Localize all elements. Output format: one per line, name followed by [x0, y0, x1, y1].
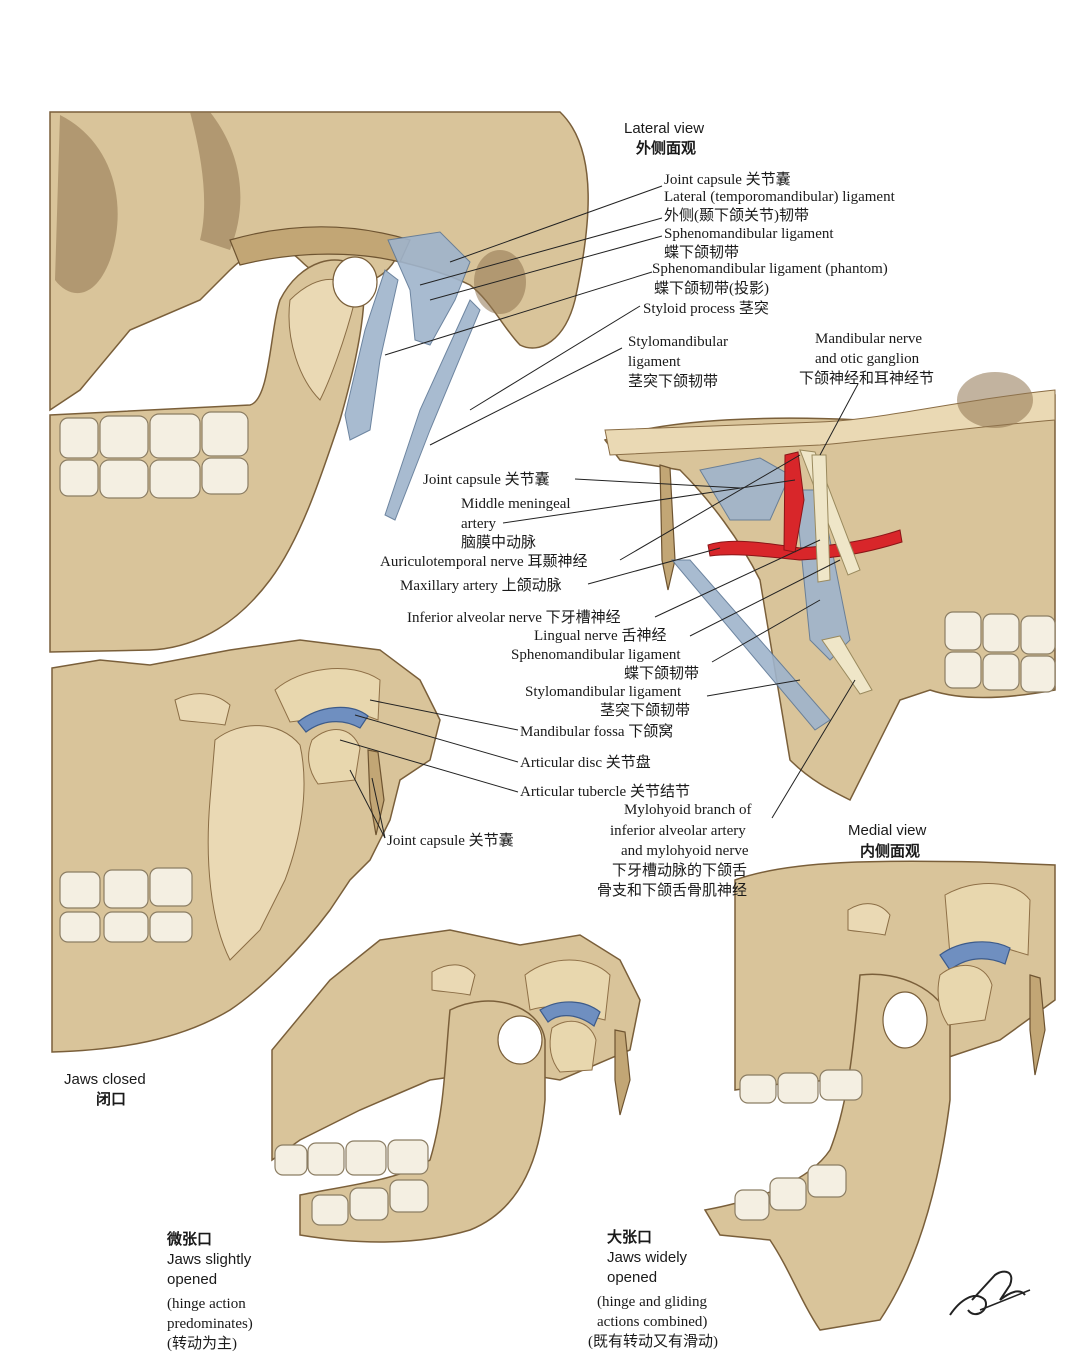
slightly-opened-title-zh: 微张口 [166, 1230, 212, 1248]
label-mandibular-nerve-2: and otic ganglion [815, 351, 920, 367]
label-lateral-ligament-zh: 外侧(颞下颌关节)韧带 [664, 207, 809, 224]
label-maxillary-artery: Maxillary artery 上颌动脉 [400, 577, 562, 594]
label-lateral-ligament: Lateral (temporomandibular) ligament [664, 189, 896, 205]
slightly-opened-note-1: (hinge action [167, 1296, 246, 1312]
slightly-opened-note-2: predominates) [167, 1316, 253, 1332]
medial-view-title-zh: 内侧面观 [860, 842, 920, 860]
slightly-opened-title-1: Jaws slightly [167, 1251, 252, 1268]
label-lingual-nerve: Lingual nerve 舌神经 [534, 627, 666, 644]
label-stylomandibular-medial: Stylomandibular ligament [525, 684, 682, 700]
leader-lines [339, 185, 859, 839]
widely-opened-note-zh: (既有转动又有滑动) [588, 1333, 718, 1350]
label-joint-capsule-medial: Joint capsule 关节囊 [423, 471, 550, 488]
widely-opened-note-1: (hinge and gliding [597, 1294, 707, 1310]
lateral-view-title-zh: 外侧面观 [635, 139, 696, 157]
widely-opened-title-1: Jaws widely [607, 1249, 688, 1266]
label-mylohyoid-3: and mylohyoid nerve [621, 843, 749, 859]
widely-opened-title-zh: 大张口 [607, 1228, 652, 1246]
widely-opened-title-2: opened [607, 1269, 657, 1286]
label-mandibular-fossa: Mandibular fossa 下颌窝 [520, 722, 673, 740]
jaws-widely-opened-illustration [703, 860, 1056, 1331]
label-mylohyoid-2: inferior alveolar artery [610, 823, 746, 839]
jaws-closed-title-zh: 闭口 [96, 1090, 126, 1108]
label-sphenomandibular-medial-zh: 蝶下颌韧带 [624, 665, 699, 682]
artist-signature [949, 1270, 1031, 1316]
label-stylomandibular-zh: 茎突下颌韧带 [628, 373, 718, 390]
label-stylomandibular-medial-zh: 茎突下颌韧带 [600, 702, 690, 719]
label-mylohyoid-5: 骨支和下颌舌骨肌神经 [597, 882, 747, 899]
jaws-closed-title: Jaws closed [64, 1071, 146, 1088]
label-mylohyoid-1: Mylohyoid branch of [624, 802, 751, 818]
label-inferior-alveolar: Inferior alveolar nerve 下牙槽神经 [407, 609, 621, 626]
jaws-closed-illustration [51, 639, 441, 1053]
label-articular-tubercle: Articular tubercle 关节结节 [520, 783, 690, 800]
lateral-view-title: Lateral view [624, 120, 704, 137]
label-joint-capsule-section: Joint capsule 关节囊 [387, 832, 514, 849]
label-articular-disc: Articular disc 关节盘 [520, 753, 651, 771]
label-stylomandibular-1: Stylomandibular [628, 334, 728, 350]
label-mandibular-nerve-zh: 下颌神经和耳神经节 [799, 370, 934, 387]
label-joint-capsule-lateral: Joint capsule 关节囊 [664, 171, 791, 188]
label-sphenomandibular: Sphenomandibular ligament [664, 226, 834, 242]
label-styloid-process: Styloid process 茎突 [643, 300, 769, 317]
label-mma-1: Middle meningeal [461, 496, 571, 512]
label-mylohyoid-4: 下牙槽动脉的下颌舌 [612, 862, 747, 879]
lateral-view-illustration [49, 111, 589, 653]
label-stylomandibular-2: ligament [628, 354, 681, 370]
label-auriculotemporal: Auriculotemporal nerve 耳颞神经 [380, 553, 587, 570]
medial-view-illustration [603, 372, 1056, 802]
jaws-slightly-opened-illustration [271, 929, 641, 1243]
label-sphenomandibular-phantom-zh: 蝶下颌韧带(投影) [654, 280, 769, 297]
label-sphenomandibular-medial: Sphenomandibular ligament [511, 647, 681, 663]
medial-view-title: Medial view [848, 822, 927, 839]
slightly-opened-title-2: opened [167, 1271, 217, 1288]
widely-opened-note-2: actions combined) [597, 1314, 707, 1330]
label-mma-2: artery [461, 516, 496, 532]
label-mandibular-nerve-1: Mandibular nerve [815, 331, 922, 347]
label-sphenomandibular-zh: 蝶下颌韧带 [664, 244, 739, 261]
slightly-opened-note-zh: (转动为主) [167, 1335, 237, 1352]
label-sphenomandibular-phantom: Sphenomandibular ligament (phantom) [652, 261, 888, 277]
label-mma-zh: 脑膜中动脉 [461, 534, 536, 551]
